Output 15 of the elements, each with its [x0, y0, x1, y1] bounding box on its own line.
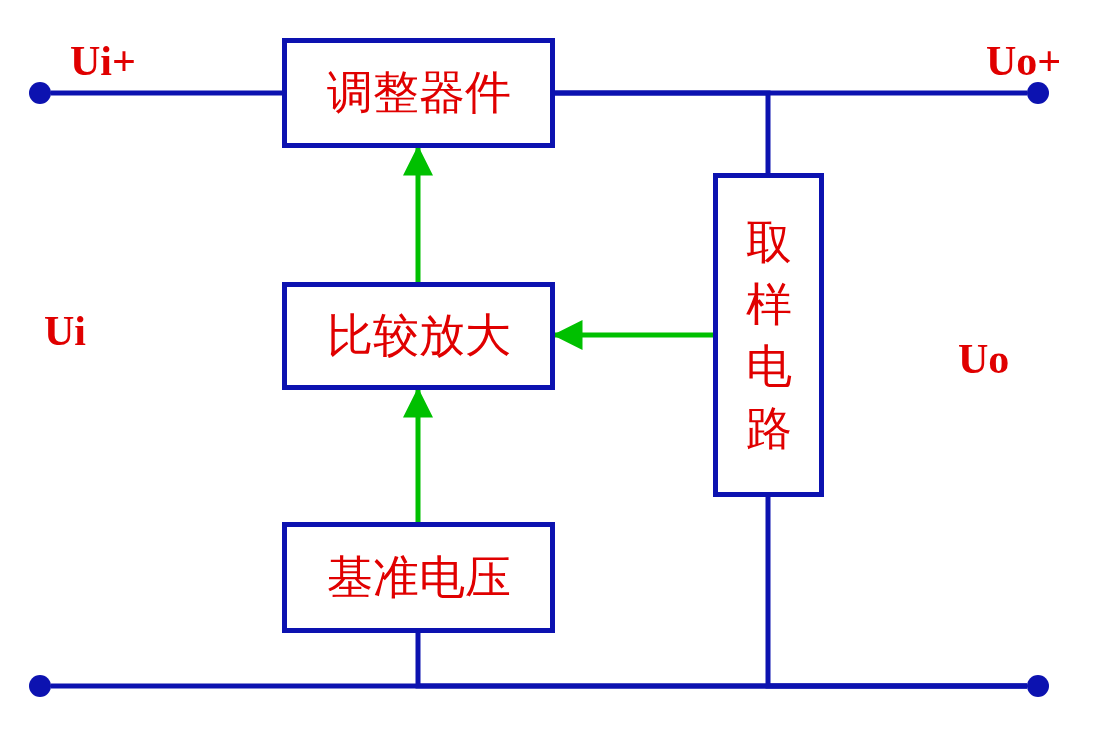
- wire-line: [51, 90, 282, 96]
- block-label: 基准电压: [326, 548, 511, 606]
- terminal-label: Uo+: [986, 40, 1062, 82]
- block-label: 取样电路: [745, 213, 792, 458]
- block-box: [282, 522, 555, 633]
- voltage-label: Ui: [44, 310, 86, 352]
- voltage-label: Uo: [958, 338, 1010, 380]
- wire-line: [765, 497, 1027, 689]
- block-box: [713, 173, 824, 497]
- block-label: 调整器件: [326, 64, 511, 122]
- terminal-label: Ui+: [70, 40, 136, 82]
- block-box: [282, 38, 555, 148]
- wire-line: [555, 90, 771, 173]
- block-box: [282, 282, 555, 390]
- block-label: 比较放大: [326, 307, 511, 365]
